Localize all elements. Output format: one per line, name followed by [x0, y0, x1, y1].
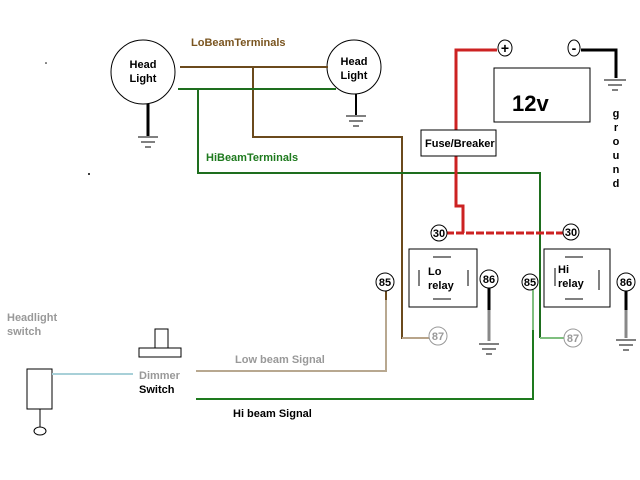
lo-beam-terminals-label: LoBeamTerminals — [191, 37, 286, 49]
terminal-label: 87 — [432, 331, 444, 343]
headlight-switch-label-2: switch — [7, 326, 42, 338]
battery-ground-wire — [581, 48, 618, 78]
low-beam-signal-label: Low beam Signal — [235, 354, 325, 366]
plus-icon: + — [501, 40, 509, 56]
ground-icon — [616, 339, 636, 351]
ground-letter: g — [613, 108, 620, 120]
hi-relay-label-1: Hi — [558, 264, 569, 276]
fuse-breaker-label: Fuse/Breaker — [425, 138, 495, 150]
lo-relay-label-1: Lo — [428, 266, 442, 278]
terminal-label: 30 — [433, 228, 445, 240]
ground-icon — [604, 79, 626, 91]
terminal-lo-30: 30 — [430, 224, 448, 242]
lo-beam-feed-wire — [252, 67, 432, 339]
terminal-label: 30 — [565, 227, 577, 239]
ground-letter: d — [613, 178, 620, 190]
hi-relay-label-2: relay — [558, 278, 585, 290]
hi-beam-signal-label: Hi beam Signal — [233, 408, 312, 420]
ground-icon — [138, 136, 158, 148]
ground-vertical-label: g r o u n d — [613, 108, 620, 190]
headlight-left — [110, 39, 176, 105]
terminal-label: 85 — [524, 277, 536, 289]
headlight-left-label-1: Head — [130, 59, 157, 71]
terminal-lo-87: 87 — [428, 326, 448, 346]
battery-negative-terminal — [567, 39, 581, 57]
battery — [493, 67, 591, 123]
lo-relay-label-2: relay — [428, 280, 455, 292]
ground-letter: o — [613, 136, 620, 148]
headlight-right-label-1: Head — [341, 56, 368, 68]
power-wire — [454, 48, 497, 233]
ground-icon — [479, 343, 499, 355]
terminal-label: 86 — [620, 277, 632, 289]
switch-knob[interactable] — [33, 426, 47, 436]
low-beam-signal-wire — [196, 290, 387, 372]
dimmer-switch-label-1: Dimmer — [139, 370, 181, 382]
terminal-hi-85: 85 — [521, 273, 539, 291]
battery-voltage-label: 12v — [512, 91, 549, 116]
dimmer-switch-label-2: Switch — [139, 384, 175, 396]
terminal-lo-86: 86 — [479, 269, 499, 289]
battery-positive-terminal — [497, 39, 513, 57]
dimmer-switch-button[interactable] — [154, 328, 169, 349]
ground-icon — [346, 115, 366, 127]
terminal-label: 87 — [567, 333, 579, 345]
stray-dot — [88, 173, 90, 175]
hi-beam-terminals-label: HiBeamTerminals — [206, 152, 298, 164]
dimmer-switch-base[interactable] — [138, 347, 182, 358]
fuse-breaker — [420, 129, 497, 157]
headlight-switch[interactable] — [26, 368, 53, 410]
ground-letter: u — [613, 150, 620, 162]
lo-relay — [408, 248, 478, 308]
hi-beam-feed-wire — [197, 89, 541, 338]
ground-letter: n — [613, 164, 620, 176]
terminal-lo-85: 85 — [375, 272, 395, 292]
minus-icon: - — [572, 40, 577, 56]
terminal-hi-86: 86 — [616, 272, 636, 292]
terminal-hi-87: 87 — [563, 328, 583, 348]
headlight-right-label-2: Light — [341, 70, 368, 82]
stray-dot — [45, 62, 47, 64]
ground-letter: r — [614, 122, 619, 134]
terminal-label: 86 — [483, 274, 495, 286]
terminal-label: 85 — [379, 277, 391, 289]
terminal-hi-30: 30 — [562, 223, 580, 241]
headlight-left-label-2: Light — [130, 73, 157, 85]
headlight-switch-label-1: Headlight — [7, 312, 57, 324]
